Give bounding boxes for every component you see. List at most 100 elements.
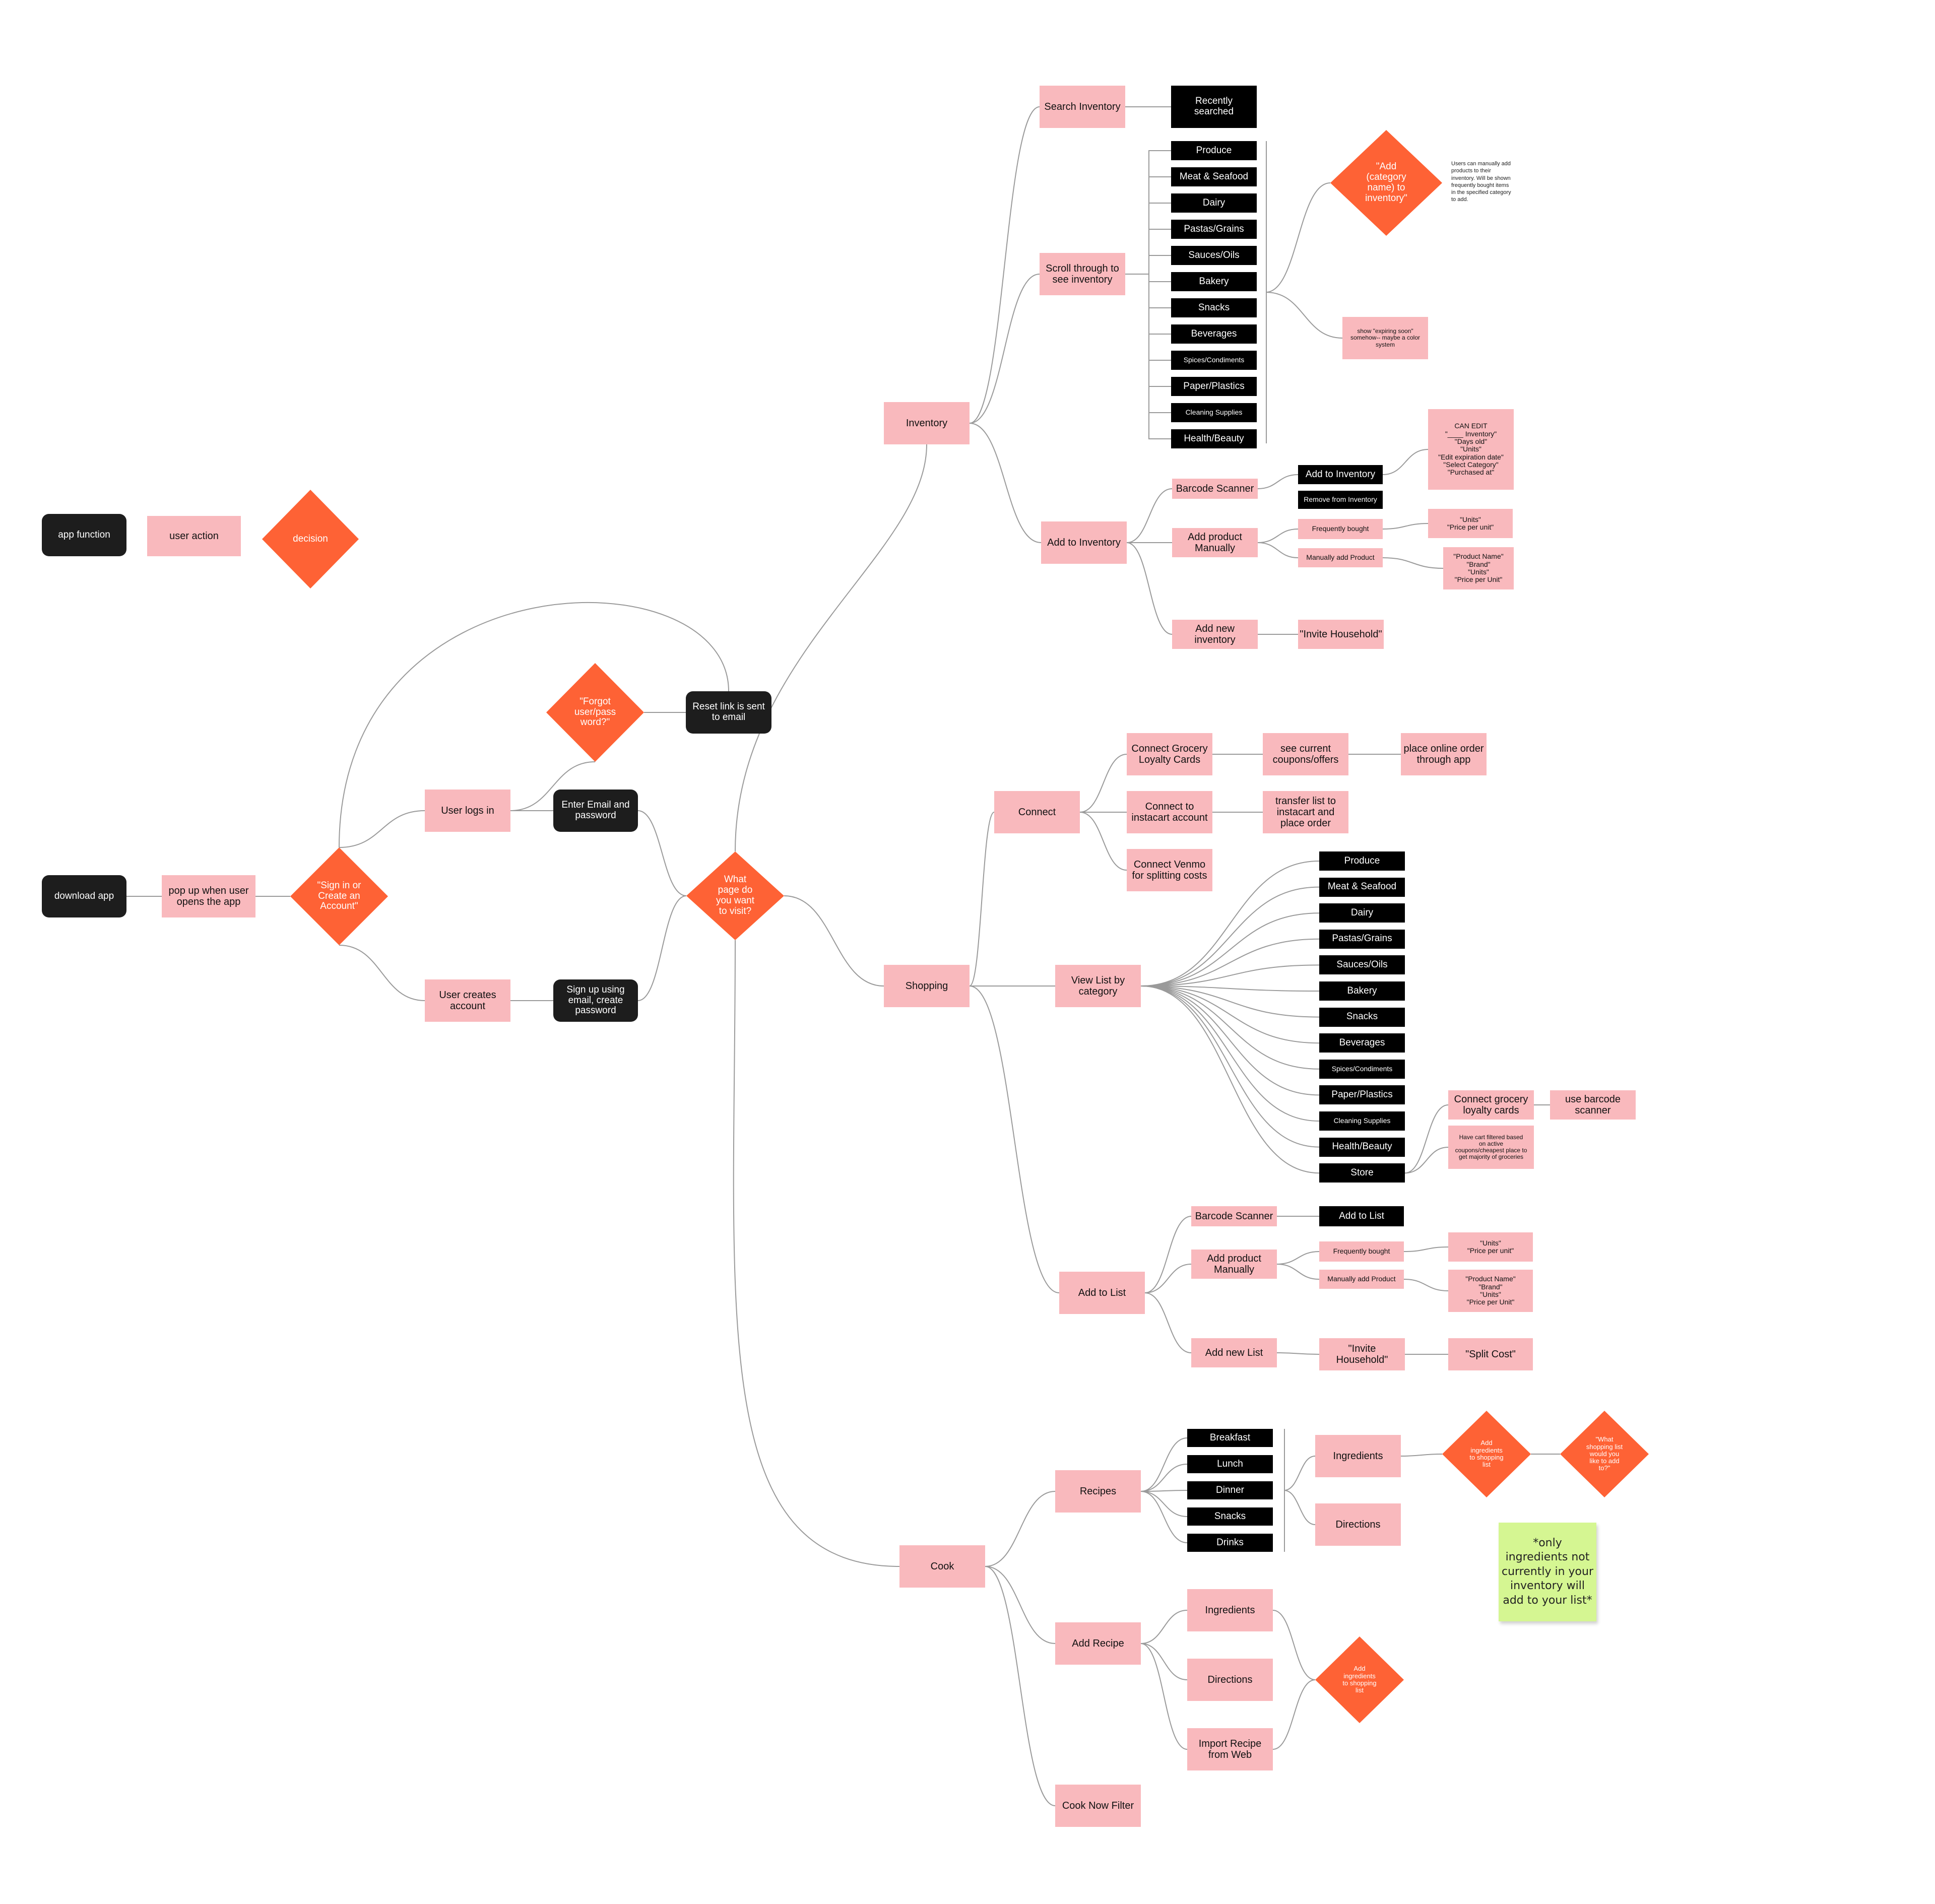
connector-add-recipe-box-to-import-recipe-box <box>1140 1643 1188 1750</box>
shop-cat-beverages: Beverages <box>1319 1033 1405 1053</box>
sign-in-decision: "Sign in or Create an Account" <box>290 847 388 945</box>
forgot-password-decision: "Forgot user/pass word?" <box>546 663 644 762</box>
connector-scroll-to-inv-cat-spices-condiments <box>1125 274 1171 361</box>
connector-page-to-shopping <box>784 895 884 987</box>
reset-link-box: Reset link is sent to email <box>686 691 771 734</box>
list-add-manually-box: Add product Manually <box>1191 1250 1277 1279</box>
expiring-soon-box: show "expiring soon" somehow-- maybe a c… <box>1342 317 1428 359</box>
inv-remove-from-inventory: Remove from Inventory <box>1298 491 1383 509</box>
place-order-box: place online order through app <box>1401 733 1487 775</box>
search-inventory-box: Search Inventory <box>1040 86 1125 128</box>
import-recipe-box: Import Recipe from Web <box>1187 1728 1273 1770</box>
list-manually-add-product-box: Manually add Product <box>1319 1270 1404 1289</box>
inv-cat-bakery: Bakery <box>1171 272 1257 291</box>
inv-cat-produce: Produce <box>1171 141 1257 160</box>
add-new-inventory-box: Add new inventory <box>1172 620 1258 649</box>
legend-app-function: app function <box>42 514 126 556</box>
connector-scroll-to-inv-cat-snacks <box>1125 274 1171 308</box>
connector-view-list-box-to-shop-cat-spices-condiments <box>1140 986 1320 1070</box>
sign-up-box: Sign up using email, create password <box>553 979 638 1022</box>
recipe-ingredients-box: Ingredients <box>1315 1435 1401 1477</box>
page-decision: What page do you want to visit? <box>686 851 784 940</box>
cook-box: Cook <box>899 1545 985 1588</box>
connector-add-recipe-box-to-ar-directions-box <box>1140 1643 1188 1680</box>
connector-shopping-box-to-add-to-list-box <box>969 986 1060 1293</box>
add-recipe-box: Add Recipe <box>1055 1622 1141 1665</box>
connector-shop-cat-store-to-cart-filtered-box <box>1404 1147 1449 1174</box>
inv-cat-cleaning-supplies: Cleaning Supplies <box>1171 403 1257 422</box>
add-to-inventory-box: Add to Inventory <box>1041 521 1127 564</box>
connector-shopping-box-to-connect-box <box>969 812 995 987</box>
connector-inv-add-manually-box-to-inv-manually-add-product-box <box>1257 542 1299 558</box>
connector-shop-cat-store-to-connect-grocery-loyalty-box <box>1404 1104 1449 1174</box>
connector-scroll-to-inv-cat-paper-plastics <box>1125 274 1171 387</box>
scroll-inventory-box: Scroll through to see inventory <box>1040 253 1125 295</box>
connector-cook-box-to-recipes-box <box>985 1491 1056 1567</box>
inv-cat-meat-seafood: Meat & Seafood <box>1171 167 1257 186</box>
shop-cat-bakery: Bakery <box>1319 981 1405 1001</box>
recipe-directions-box: Directions <box>1315 1503 1401 1546</box>
connector-list-add-manually-box-to-list-manually-add-product-box <box>1276 1264 1320 1280</box>
connector-add-to-list-box-to-add-new-list-box <box>1144 1292 1192 1353</box>
connector-sign-in-to-login <box>339 810 425 848</box>
connector-meals-to-directions <box>1283 1490 1316 1525</box>
inv-cat-pastas-grains: Pastas/Grains <box>1171 220 1257 239</box>
ar-add-to-shopping-decision: Add ingredients to shopping list <box>1315 1636 1404 1723</box>
shop-cat-health-beauty: Health/Beauty <box>1319 1137 1405 1157</box>
add-category-decision: "Add (category name) to inventory" <box>1330 130 1442 236</box>
connector-view-list-box-to-shop-cat-cleaning-supplies <box>1140 986 1320 1122</box>
connector-view-list-box-to-shop-cat-pastas-grains <box>1140 938 1320 987</box>
can-edit-box: CAN EDIT "____ Inventory" "Days old" "Un… <box>1428 409 1514 490</box>
connector-list-manually-add-product-box-to-list-product-details-box <box>1403 1279 1449 1291</box>
connector-inv-barcode-scanner-box-to-inv-add-to-inventory-action <box>1257 474 1299 489</box>
inventory-box: Inventory <box>884 402 970 444</box>
inv-add-manually-box: Add product Manually <box>1172 528 1258 557</box>
connector-cook-box-to-cook-now-filter-box <box>985 1566 1056 1806</box>
add-new-list-box: Add new List <box>1191 1338 1277 1367</box>
add-category-note: Users can manually add products to their… <box>1451 161 1511 203</box>
list-invite-household-box: "Invite Household" <box>1319 1338 1405 1370</box>
connector-recipe-ingredients-box-to-add-to-shopping-decision <box>1400 1454 1443 1457</box>
inv-invite-household-box: "Invite Household" <box>1298 620 1384 649</box>
inv-cat-health-beauty: Health/Beauty <box>1171 429 1257 448</box>
connector-view-list-box-to-shop-cat-snacks <box>1140 986 1320 1018</box>
connector-scroll-to-inv-cat-beverages <box>1125 274 1171 335</box>
connector-import-recipe-box-to-ar-add-to-shopping-decision <box>1272 1679 1316 1750</box>
add-to-shopping-decision: Add ingredients to shopping list <box>1442 1411 1531 1497</box>
connector-page-to-inventory <box>735 444 927 852</box>
connector-recipes-box-to-meal-snacks <box>1140 1491 1188 1517</box>
connector-bracket-to-add-category <box>1265 182 1331 293</box>
connector-connect-box-to-connect-loyalty-box <box>1079 754 1127 813</box>
connector-inv-manually-add-product-box-to-inv-product-details-box <box>1382 557 1444 569</box>
connector-list-add-manually-box-to-list-frequently-bought-box <box>1276 1251 1320 1265</box>
connector-inventory-box-to-add-to-inventory-box <box>969 423 1042 543</box>
split-cost-box: "Split Cost" <box>1448 1338 1533 1370</box>
connector-inventory-box-to-scroll-inventory-box <box>969 274 1040 424</box>
connector-view-list-box-to-shop-cat-bakery <box>1140 986 1320 992</box>
connector-add-recipe-box-to-ar-ingredients-box <box>1140 1610 1188 1644</box>
view-list-box: View List by category <box>1055 965 1141 1007</box>
legend-user-action: user action <box>147 516 241 556</box>
sticky-note: *only ingredients not currently in your … <box>1499 1523 1596 1621</box>
connector-page-to-cook <box>733 940 900 1567</box>
connect-loyalty-box: Connect Grocery Loyalty Cards <box>1127 733 1212 775</box>
shop-cat-produce: Produce <box>1319 851 1405 871</box>
connect-grocery-loyalty-box: Connect grocery loyalty cards <box>1448 1090 1534 1120</box>
connector-view-list-box-to-shop-cat-sauces-oils <box>1140 964 1320 987</box>
ar-directions-box: Directions <box>1187 1659 1273 1701</box>
connector-view-list-box-to-shop-cat-health-beauty <box>1140 986 1320 1148</box>
shop-cat-snacks: Snacks <box>1319 1007 1405 1027</box>
meal-bracket <box>1284 1429 1285 1552</box>
connector-scroll-to-inv-cat-bakery <box>1125 274 1171 282</box>
user-logs-in-box: User logs in <box>425 790 510 832</box>
shop-cat-pastas-grains: Pastas/Grains <box>1319 929 1405 949</box>
connector-add-to-list-box-to-list-add-manually-box <box>1144 1264 1192 1293</box>
legend-decision: decision <box>262 490 359 588</box>
shop-cat-dairy: Dairy <box>1319 903 1405 923</box>
connector-add-to-inventory-box-to-inv-barcode-scanner-box <box>1126 488 1173 543</box>
connector-add-to-inventory-box-to-add-new-inventory-box <box>1126 542 1173 635</box>
connector-view-list-box-to-shop-cat-store <box>1140 986 1320 1174</box>
transfer-list-box: transfer list to instacart and place ord… <box>1263 791 1348 833</box>
shop-cat-sauces-oils: Sauces/Oils <box>1319 955 1405 975</box>
